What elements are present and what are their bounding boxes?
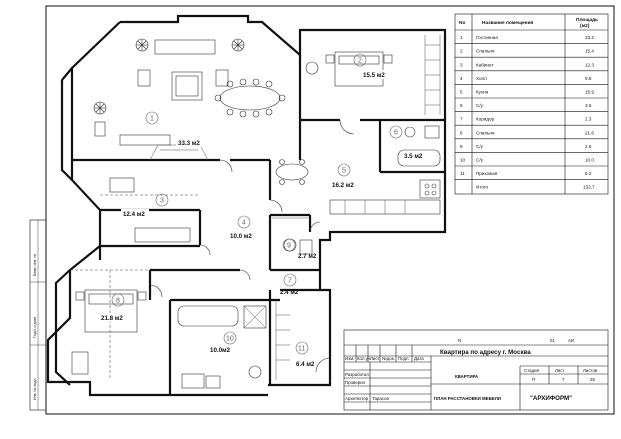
floor-plan — [46, 14, 447, 397]
company-name: "АРХИФОРМ" — [530, 395, 572, 402]
table-cell-area: 15.9 — [585, 90, 594, 95]
plant-icon — [231, 38, 245, 52]
table-cell-name: С/у — [476, 103, 484, 108]
col-header-2: Кол.уч. — [357, 356, 371, 361]
room-label-5: 16.2 м2 — [332, 182, 354, 189]
table-cell-name: Кабинет — [476, 62, 494, 67]
title-sheet-code: 01 — [550, 338, 555, 343]
table-header-name: Название помещения — [482, 20, 534, 26]
table-cell-name: Коридор — [476, 117, 495, 122]
role-1: Разработал — [345, 372, 369, 377]
table-cell-no: 6 — [460, 103, 463, 108]
room-number-4: 4 — [242, 220, 246, 227]
title-block: N 01 АИ Квартира по адресу г. Москва Изм… — [343, 329, 609, 411]
room-number-2: 2 — [358, 58, 362, 65]
col-header-3: Лист — [370, 356, 380, 361]
room-label-10: 10.0м2 — [210, 347, 231, 354]
room-number-5: 5 — [342, 168, 346, 175]
room-label-7: 2.4 м2 — [280, 289, 299, 296]
role-3: Архитектор — [345, 396, 369, 401]
col-header-1: Изм. — [345, 356, 354, 361]
room-number-8: 8 — [116, 298, 120, 305]
table-cell-no: 2 — [460, 49, 463, 54]
room-number-9: 9 — [287, 243, 291, 250]
role-3-name: Тарасов — [372, 396, 389, 401]
room-area-labels: 33.3 м2 15.5 м2 12.4 м2 10.0 м2 16.2 м2 … — [99, 70, 423, 368]
table-header-area: Площадь (м2) — [576, 17, 599, 29]
sheet-frame — [45, 5, 615, 415]
room-label-3: 12.4 м2 — [123, 211, 145, 218]
table-cell-name: Кухня — [476, 90, 489, 95]
table-cell-no: 4 — [460, 76, 463, 81]
col-header-6: Дата — [414, 356, 424, 361]
table-cell-no: 3 — [460, 62, 463, 67]
table-cell-area: 9.6 — [585, 76, 592, 81]
room-label-6: 3.5 м2 — [404, 153, 423, 160]
side-stamp-text-1: Инв. № подл. — [33, 378, 37, 400]
table-cell-name: С/у — [476, 158, 484, 163]
title-n-label: N — [458, 338, 461, 343]
room-table: No Название помещения Площадь (м2) 1 Гост… — [454, 13, 609, 195]
role-2: Проверил — [345, 380, 366, 385]
table-cell-name: Прихожая — [476, 171, 498, 176]
table-header-no: No — [459, 20, 465, 26]
room-label-4: 10.0 м2 — [230, 233, 252, 240]
title-address: Квартира по адресу г. Москва — [440, 349, 531, 356]
room-label-8: 21.8 м2 — [101, 315, 123, 322]
table-cell-area: 6.2 — [585, 171, 592, 176]
room-label-1: 33.3 м2 — [178, 140, 200, 147]
table-cell-area: 15.4 — [585, 49, 594, 54]
table-cell-no: 10 — [460, 158, 466, 163]
room-number-1: 1 — [150, 116, 154, 123]
side-stamp-text-3: Взам. инв. № — [33, 254, 37, 276]
project-name: КВАРТИРА — [455, 374, 479, 379]
stage-header-3: Листов — [583, 368, 598, 373]
plant-icon — [93, 101, 107, 115]
stage-value-3: 25 — [590, 377, 595, 382]
table-cell-no: 5 — [460, 90, 463, 95]
table-cell-no: 1 — [460, 35, 463, 40]
side-stamp: Инв. № подл. Подп. и дата Взам. инв. № — [29, 219, 47, 411]
table-cell-name: Гостинная — [476, 35, 498, 40]
side-stamp-text-2: Подп. и дата — [33, 317, 37, 338]
table-cell-name: Спальня — [476, 49, 495, 54]
room-label-2: 15.5 м2 — [363, 72, 385, 79]
stage-value-2: 7 — [562, 377, 565, 382]
col-header-5: Подп. — [398, 356, 410, 361]
title-ai-code: АИ — [568, 338, 574, 343]
table-cell-name: Спальня — [476, 130, 495, 135]
room-number-10: 10 — [226, 336, 234, 343]
stage-header-2: Лист — [555, 368, 565, 373]
table-cell-area: 12.3 — [585, 62, 594, 67]
table-cell-name: Холл — [476, 76, 487, 81]
room-number-markers: 1 2 3 4 5 6 7 8 9 10 11 — [111, 53, 403, 355]
col-header-4: №док. — [382, 356, 395, 361]
table-cell-name: С/у — [476, 144, 484, 149]
room-label-11: 6.4 м2 — [296, 361, 315, 368]
stage-value-1: П — [532, 377, 535, 382]
table-total-label: Итого — [476, 185, 488, 190]
sheet-title: ПЛАН РАССТАНОВКИ МЕБЕЛИ — [434, 396, 501, 401]
room-number-3: 3 — [160, 198, 164, 205]
table-total-area: 132,7 — [583, 185, 595, 190]
table-cell-no: 9 — [460, 144, 463, 149]
table-cell-area: 2.6 — [585, 144, 592, 149]
table-cell-area: 10.0 — [585, 158, 594, 163]
room-number-7: 7 — [288, 278, 292, 285]
table-cell-no: 7 — [460, 117, 463, 122]
room-number-6: 6 — [394, 130, 398, 137]
table-cell-area: 2.3 — [585, 117, 592, 122]
room-number-11: 11 — [298, 346, 305, 353]
plant-icon — [135, 38, 149, 52]
stage-header-1: Стадия — [524, 368, 540, 373]
room-label-9: 2.7 м2 — [298, 253, 317, 260]
table-cell-area: 33.2 — [585, 35, 594, 40]
table-cell-no: 8 — [460, 130, 463, 135]
table-cell-area: 3.6 — [585, 103, 592, 108]
table-cell-no: 11 — [460, 171, 465, 176]
table-cell-area: 21.6 — [585, 130, 594, 135]
